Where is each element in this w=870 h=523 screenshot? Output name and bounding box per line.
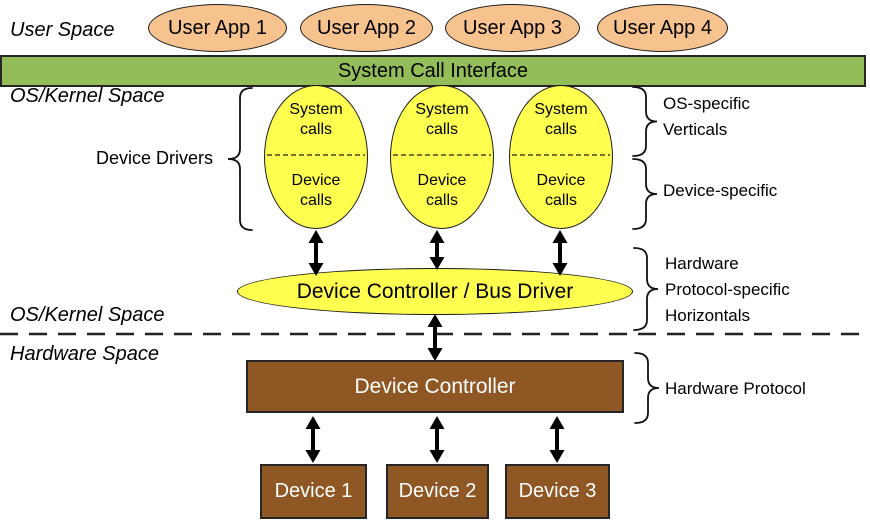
- double-arrow-driver1-bus: [308, 230, 324, 276]
- device-drivers-left-brace: [227, 87, 253, 231]
- driver-node-1: System calls Device calls: [264, 85, 368, 229]
- hardware-space-label: Hardware Space: [10, 343, 159, 365]
- bus-driver-node: Device Controller / Bus Driver: [237, 268, 633, 315]
- driver-node-2: System calls Device calls: [390, 85, 494, 229]
- user-app-4-node: User App 4: [597, 4, 728, 52]
- device-specific-note: Device-specific: [663, 181, 778, 200]
- driver-2-system-calls: System calls: [415, 101, 469, 138]
- driver-node-3: System calls Device calls: [509, 85, 613, 229]
- os-kernel-space-label-bottom: OS/Kernel Space: [10, 304, 165, 326]
- hardware-protocol-specific-right-brace: [633, 247, 659, 331]
- hardware-protocol-specific-note: Hardware Protocol-specific Horizontals: [665, 254, 790, 325]
- double-arrow-controller-device1: [305, 416, 321, 463]
- os-kernel-space-label-top: OS/Kernel Space: [10, 85, 165, 107]
- driver-3-system-calls: System calls: [534, 101, 588, 138]
- user-app-1-node: User App 1: [148, 4, 287, 52]
- device-1-box: Device 1: [260, 464, 367, 519]
- hardware-protocol-right-brace: [634, 352, 660, 424]
- hardware-protocol-note: Hardware Protocol: [665, 379, 806, 398]
- driver-1-system-calls: System calls: [289, 101, 343, 138]
- os-specific-verticals-note: OS-specific Verticals: [663, 94, 750, 139]
- device-3-box: Device 3: [505, 464, 610, 519]
- user-app-2-node: User App 2: [300, 4, 433, 52]
- double-arrow-driver2-bus: [429, 230, 445, 270]
- device-specific-right-brace: [632, 158, 658, 230]
- double-arrow-driver3-bus: [552, 230, 568, 276]
- user-app-3-node: User App 3: [445, 4, 580, 52]
- device-controller-box: Device Controller: [246, 360, 624, 413]
- driver-2-device-calls: Device calls: [417, 172, 467, 209]
- device-drivers-label: Device Drivers: [95, 148, 213, 168]
- driver-3-device-calls: Device calls: [536, 172, 586, 209]
- os-specific-right-brace: [632, 86, 658, 157]
- double-arrow-controller-device2: [429, 416, 445, 463]
- user-space-label: User Space: [10, 19, 115, 41]
- system-call-interface-bar: System Call Interface: [0, 55, 866, 87]
- driver-1-device-calls: Device calls: [291, 172, 341, 209]
- device-2-box: Device 2: [386, 464, 489, 519]
- double-arrow-bus-controller: [427, 314, 443, 361]
- double-arrow-controller-device3: [549, 416, 565, 463]
